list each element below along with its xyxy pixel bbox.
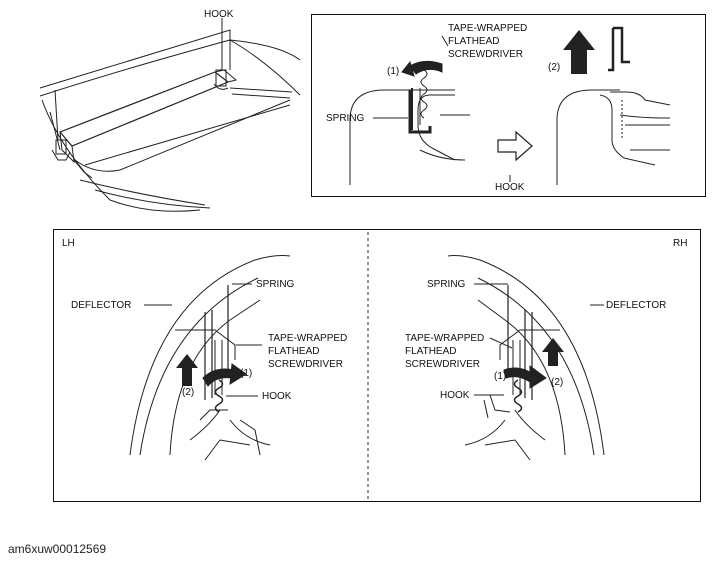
lh-spring-label: SPRING: [256, 279, 295, 290]
lh-tool-label-line1: TAPE-WRAPPED: [268, 333, 348, 344]
top-tool-label-line2: FLATHEAD: [448, 36, 500, 47]
lh-side-label: LH: [62, 238, 75, 249]
rh-step-2-label: (2): [551, 377, 564, 388]
top-tool-label-line1: TAPE-WRAPPED: [448, 23, 528, 34]
lh-hook-label: HOOK: [262, 391, 292, 402]
lh-step-2-label: (2): [182, 387, 195, 398]
lh-tool-label-line2: FLATHEAD: [268, 346, 320, 357]
roof-overview-drawing: [39, 18, 301, 212]
rh-hook-label: HOOK: [440, 390, 470, 401]
top-hook-label: HOOK: [495, 182, 525, 193]
lh-detail-drawing: [129, 255, 291, 461]
rh-detail-drawing: [447, 255, 605, 461]
rh-side-label: RH: [673, 238, 688, 249]
lh-deflector-label: DEFLECTOR: [71, 300, 132, 311]
rh-tool-label-line1: TAPE-WRAPPED: [405, 333, 485, 344]
top-detail-frame: [311, 14, 706, 197]
rh-step-1-label: (1): [494, 371, 507, 382]
rh-tool-label-line2: FLATHEAD: [405, 346, 457, 357]
top-step-1-label: (1): [387, 66, 400, 77]
top-tool-label-line3: SCREWDRIVER: [448, 49, 524, 60]
removal-sequence-drawing: [349, 26, 671, 185]
lh-step-1-label: (1): [240, 368, 253, 379]
bottom-detail-frame: [53, 229, 701, 502]
top-step-2-label: (2): [548, 62, 561, 73]
rh-spring-label: SPRING: [427, 279, 466, 290]
overview-hook-label: HOOK: [204, 9, 234, 20]
rh-deflector-label: DEFLECTOR: [606, 300, 667, 311]
lh-tool-label-line3: SCREWDRIVER: [268, 359, 344, 370]
top-spring-label: SPRING: [326, 113, 365, 124]
figure-id: am6xuw00012569: [8, 542, 107, 556]
rh-tool-label-line3: SCREWDRIVER: [405, 359, 481, 370]
